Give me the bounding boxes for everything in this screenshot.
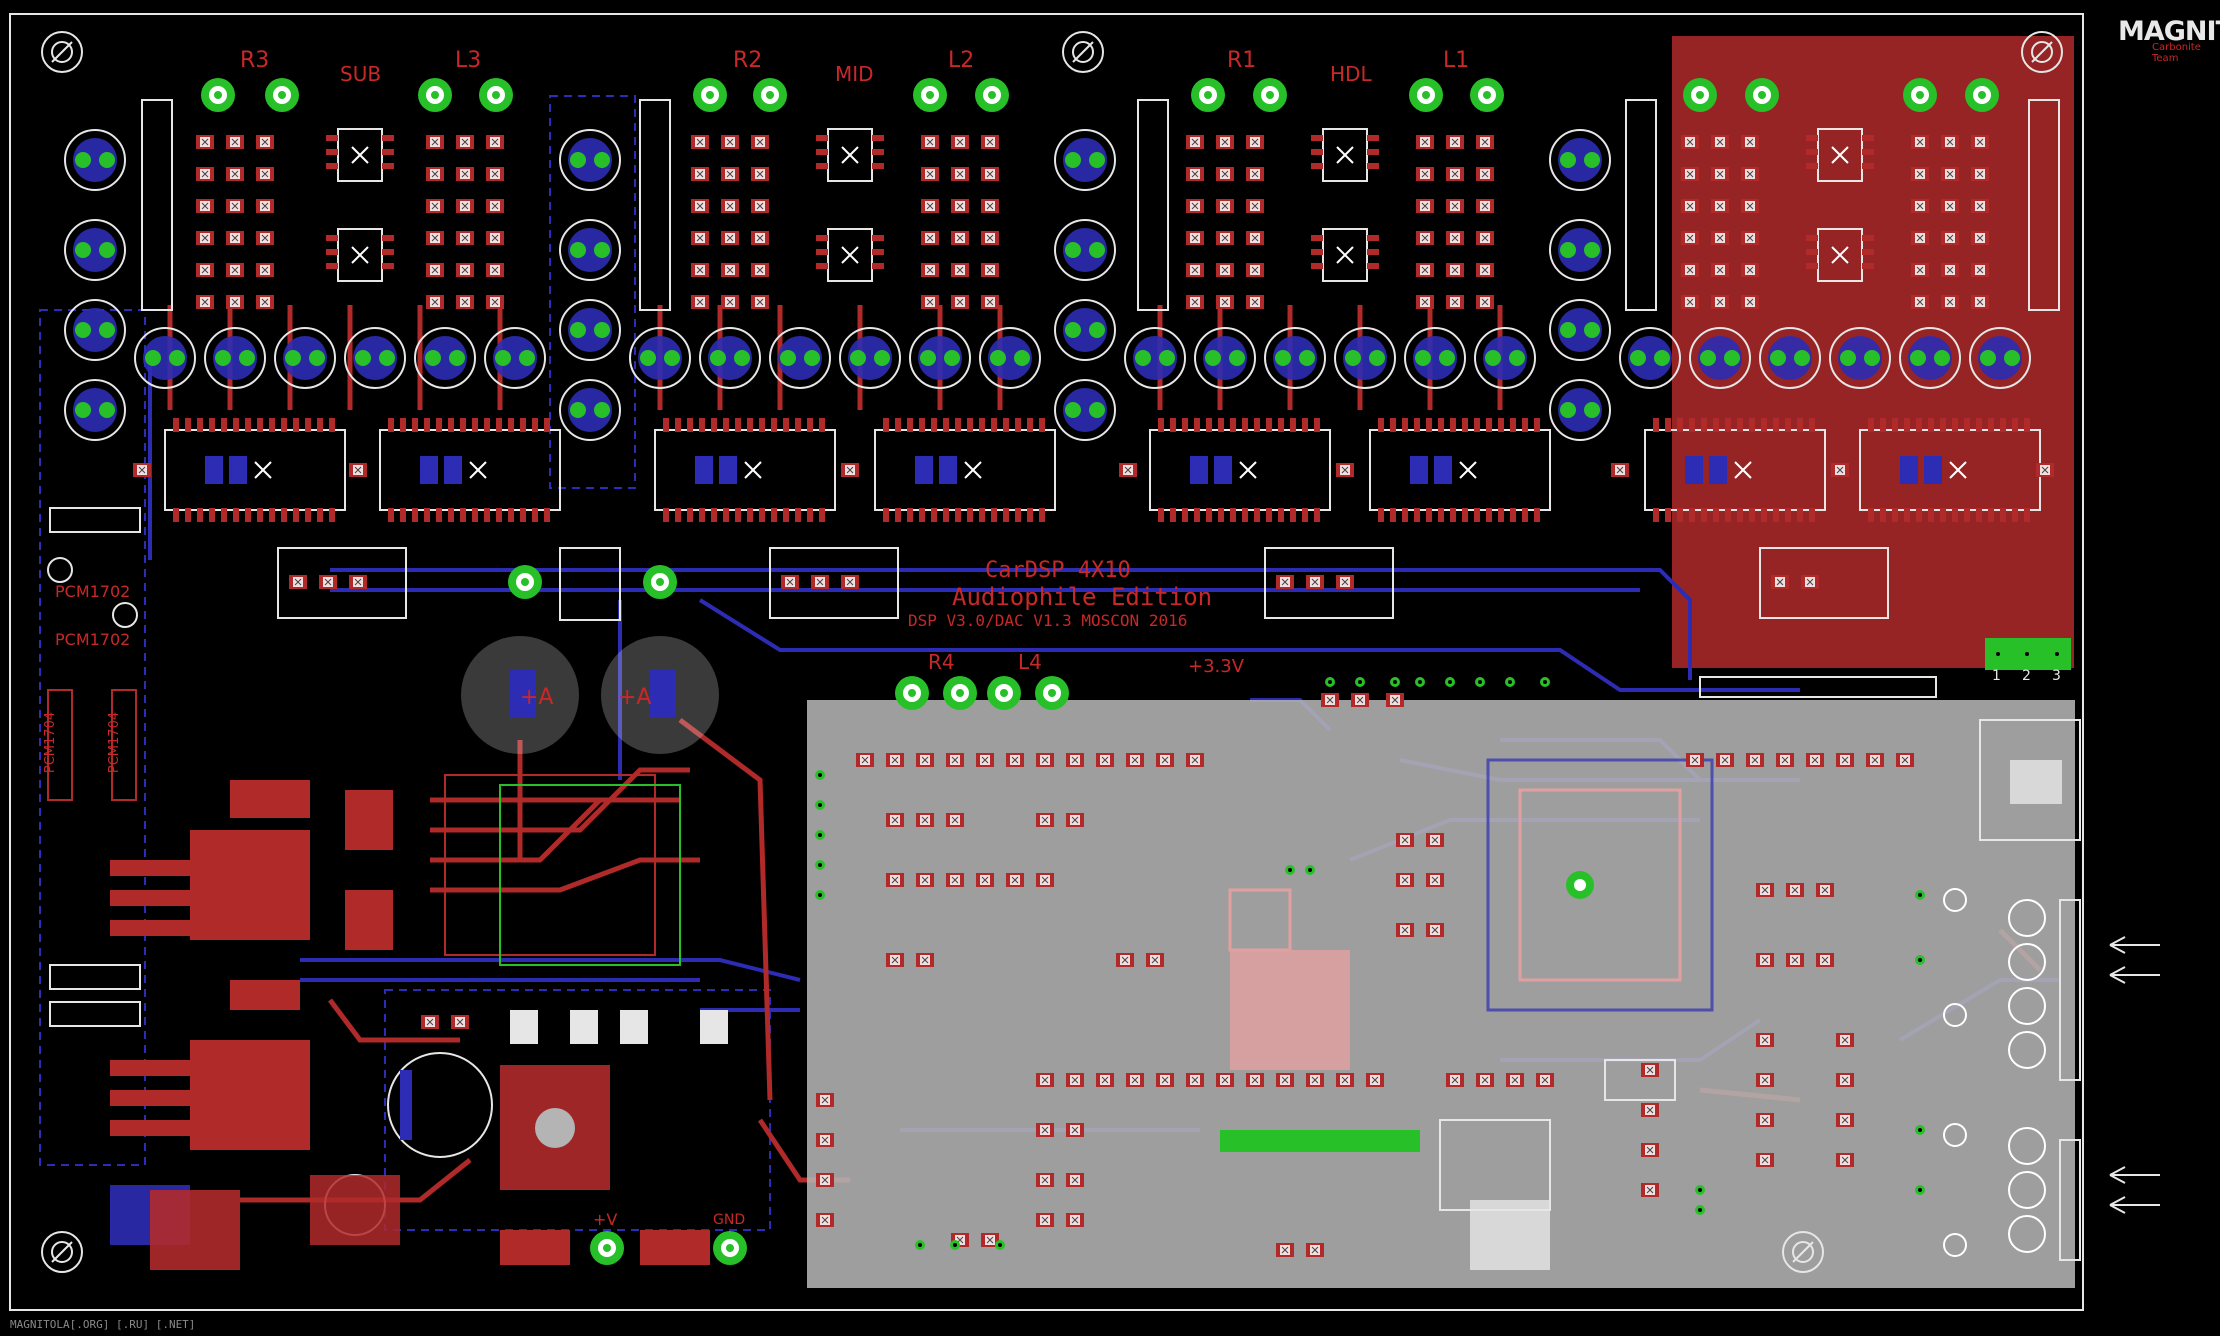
board-subtitle: Audiophile Edition xyxy=(952,583,1213,611)
connector-pin-1: 1 xyxy=(1992,668,2001,684)
label-plus-a-left: +A xyxy=(520,685,554,710)
label-l3: L3 xyxy=(455,48,482,73)
brand-logo: MAGNITOLA xyxy=(2118,16,2220,47)
label-r4: R4 xyxy=(928,650,955,674)
label-pcm1702-b: PCM1702 xyxy=(55,630,131,649)
board-version: DSP V3.0/DAC V1.3 MOSCON 2016 xyxy=(908,611,1188,630)
board-title-block: CarDSP 4X10 Audiophile Edition DSP V3.0/… xyxy=(908,558,1213,630)
label-r2: R2 xyxy=(733,48,763,73)
label-pcm1704-b: PCM1704 xyxy=(107,711,123,774)
label-3v3: +3.3V xyxy=(1188,656,1245,677)
board-title: CarDSP 4X10 xyxy=(985,558,1131,583)
label-plus-a-right: +A xyxy=(618,685,652,710)
label-hdl: HDL xyxy=(1330,62,1372,86)
label-pcm1702-a: PCM1702 xyxy=(55,582,131,601)
label-r1: R1 xyxy=(1227,48,1257,73)
label-l4: L4 xyxy=(1018,650,1042,674)
label-pcm1704-a: PCM1704 xyxy=(43,711,59,774)
brand-tagline: Carbonite Team xyxy=(2152,42,2201,64)
label-plus-v: +V xyxy=(593,1210,618,1229)
label-gnd: GND xyxy=(713,1212,746,1228)
footer-watermark: MAGNITOLA[.ORG] [.RU] [.NET] xyxy=(10,1318,196,1331)
connector-pin-3: 3 xyxy=(2052,668,2061,684)
connector-pin-2: 2 xyxy=(2022,668,2031,684)
label-mid: MID xyxy=(835,62,874,86)
label-sub: SUB xyxy=(340,62,382,86)
label-l2: L2 xyxy=(948,48,975,73)
label-r3: R3 xyxy=(240,48,270,73)
label-l1: L1 xyxy=(1443,48,1470,73)
